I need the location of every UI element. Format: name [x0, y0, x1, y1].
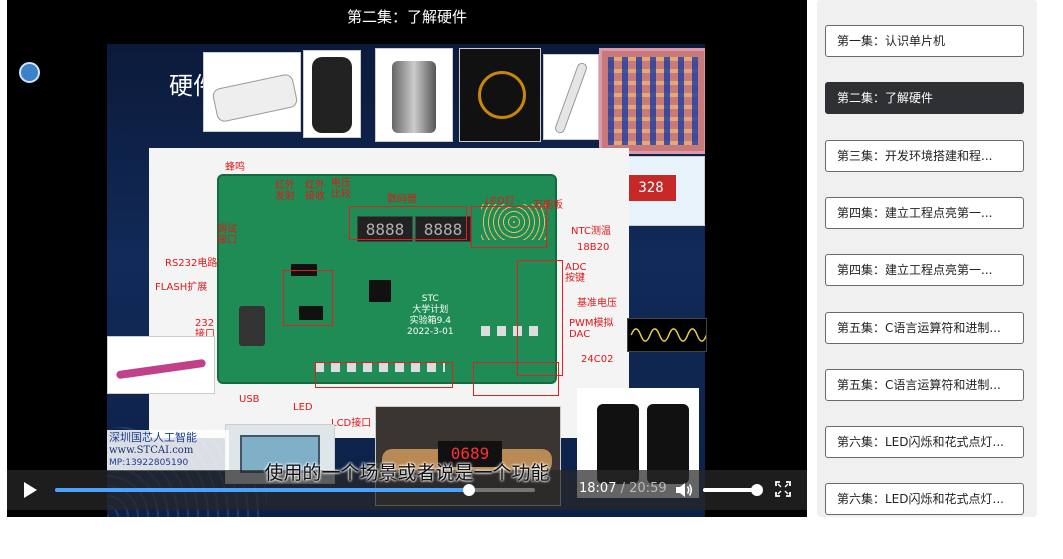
- highlight-button-row: [315, 362, 453, 388]
- video-subtitle: 使用的一个场景或者说是一个功能: [264, 462, 550, 484]
- playlist-item[interactable]: 第五集：C语言运算符和进制...: [825, 368, 1024, 401]
- playlist-item[interactable]: 第一集：认识单片机: [825, 25, 1024, 57]
- volume-handle[interactable]: [751, 484, 763, 496]
- label-flash: FLASH扩展: [155, 282, 208, 293]
- label-proto-board: 万能板: [533, 200, 563, 211]
- bomb-display: 0689: [438, 441, 502, 467]
- watermark: 深圳国芯人工智能 www.STCAI.com MP:13922805190: [107, 430, 229, 471]
- label-debug-port: 调试 接口: [217, 224, 237, 246]
- prototype-board-image: [599, 48, 705, 154]
- label-ir-tx: 红外 发射: [275, 180, 295, 202]
- label-ir-rx: 红外 接收: [305, 180, 325, 202]
- board-keypad: [481, 326, 543, 336]
- playlist-item[interactable]: 第六集：LED闪烁和花式点灯...: [825, 483, 1024, 516]
- label-ref-voltage: 基准电压: [577, 298, 617, 309]
- highlight-adc-keys: [517, 260, 563, 376]
- label-pwm-dac: PWM模拟 DAC: [569, 318, 614, 340]
- usb-cable-image: [107, 336, 215, 394]
- highlight-seg-display: [349, 206, 467, 240]
- db9-port: [239, 306, 265, 346]
- progress-handle[interactable]: [463, 484, 476, 496]
- playlist-item[interactable]: 第三集：开发环境搭建和程...: [825, 139, 1024, 172]
- seg-display-left: 8888: [357, 216, 413, 242]
- label-ntc: NTC测温: [571, 226, 611, 237]
- flash-chip: [299, 306, 323, 320]
- stc-dev-board: 8888 8888 STC 大学计划 实验箱9.4 2022-3-01: [217, 174, 557, 384]
- time-display: 18:07 / 20:59: [579, 481, 667, 496]
- highlight-keypad: [473, 362, 559, 396]
- kettle-image: [375, 48, 453, 142]
- progress-bar[interactable]: [55, 484, 535, 496]
- label-18b20: 18B20: [577, 242, 610, 253]
- playlist-item[interactable]: 第四集：建立工程点亮第一...: [825, 254, 1024, 287]
- label-led: LED: [293, 402, 313, 413]
- label-voltage-compare: 电压 比较: [331, 178, 351, 200]
- total-time: 20:59: [629, 481, 667, 496]
- label-232-port: 232 接口: [195, 318, 215, 340]
- playlist-item[interactable]: 第二集：了解硬件: [825, 82, 1024, 115]
- label-24c02: 24C02: [581, 354, 614, 365]
- player-logo-icon: [19, 62, 40, 83]
- thermostat-display: 328: [626, 175, 676, 201]
- playlist-item[interactable]: 第四集：建立工程点亮第一...: [825, 196, 1024, 229]
- volume-fill: [703, 488, 757, 492]
- label-buzzer: 蜂鸣: [225, 162, 245, 173]
- highlight-rs232: [283, 270, 333, 326]
- playlist-item[interactable]: 第五集：C语言运算符和进制...: [825, 311, 1024, 344]
- board-proto-area: [481, 204, 547, 240]
- label-rs232: RS232电路: [165, 258, 218, 269]
- highlight-led-proto: [471, 206, 547, 248]
- waveform-image: [627, 318, 707, 352]
- watermark-company: 深圳国芯人工智能: [109, 431, 197, 444]
- board-silkscreen: STC 大学计划 实验箱9.4 2022-3-01: [407, 294, 454, 337]
- ir-remote-image: [203, 52, 301, 132]
- video-title: 第二集：了解硬件: [346, 8, 467, 26]
- seg-display-right: 8888: [415, 216, 471, 242]
- label-led-light: LED灯: [485, 196, 515, 207]
- label-usb: USB: [239, 394, 260, 405]
- playlist-item[interactable]: 第六集：LED闪烁和花式点灯...: [825, 426, 1024, 459]
- induction-cooker-image: [459, 48, 541, 142]
- label-seg-display: 数码管: [387, 194, 417, 205]
- mcu-chip: [369, 280, 391, 302]
- watermark-url: www.STCAI.com: [109, 445, 194, 456]
- label-lcd-port: LCD接口: [331, 418, 372, 429]
- volume-slider[interactable]: [703, 484, 763, 496]
- label-adc-keys: ADC 按键: [565, 262, 587, 284]
- player-controls: 18:07 / 20:59: [7, 470, 807, 510]
- tv-remote-image: [303, 50, 361, 138]
- board-buttons-row: [315, 362, 445, 372]
- volume-icon[interactable]: [675, 482, 693, 498]
- fullscreen-icon[interactable]: [775, 481, 791, 497]
- progress-fill: [55, 488, 470, 492]
- current-time: 18:07: [579, 481, 617, 496]
- watermark-phone: MP:13922805190: [109, 458, 189, 468]
- thermometer-image: [543, 54, 599, 140]
- play-icon[interactable]: [24, 482, 37, 498]
- episode-playlist: 第一集：认识单片机第二集：了解硬件第三集：开发环境搭建和程... 第四集：建立工程…: [817, 0, 1037, 517]
- video-player[interactable]: 第二集：了解硬件 硬件 328 8888 8888 STC 大学计: [7, 0, 807, 517]
- time-separator: /: [620, 481, 625, 496]
